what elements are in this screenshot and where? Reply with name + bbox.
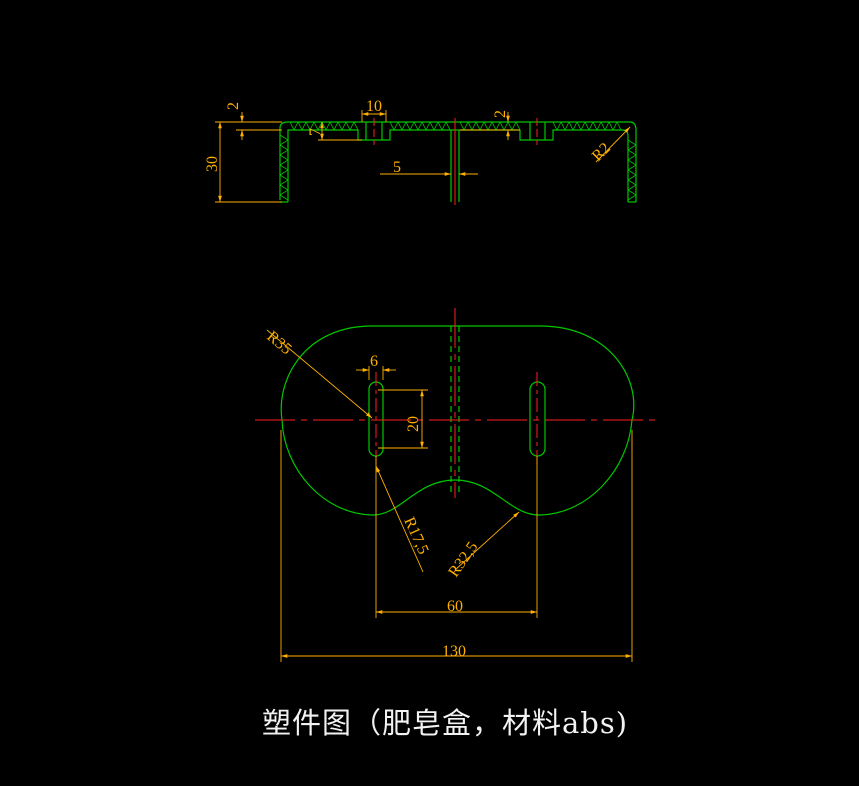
top-view-outline: [280, 325, 635, 516]
top-view-dimensions: [266, 329, 633, 662]
dim-slot-length-20: 20: [405, 416, 422, 432]
dim-gap-5: 5: [393, 159, 401, 176]
dim-outer-radius-r35: R35: [263, 328, 294, 358]
side-view-centerlines: [373, 118, 538, 205]
dim-right-thickness-2: 2: [492, 110, 509, 118]
dim-overall-width-130: 130: [442, 643, 466, 660]
dim-notch-radius-r17-5: R17,5: [400, 515, 431, 557]
side-view-hatch: [279, 121, 637, 201]
side-view: 30 2 10 7 5 2 R2: [204, 98, 637, 205]
top-view: R35 6 20 R17,5 R32,5 60 130: [255, 308, 655, 662]
dim-boss-width-10: 10: [366, 98, 382, 115]
dim-height-30: 30: [204, 156, 221, 172]
dim-top-thickness-2: 2: [225, 102, 242, 110]
dim-notch-radius-r32-5: R32,5: [445, 539, 481, 580]
side-view-dimensions: [215, 110, 631, 203]
dim-rib-depth-7: 7: [307, 128, 324, 136]
side-view-outline: [279, 121, 637, 203]
top-view-centerlines: [255, 308, 655, 498]
dim-slot-width-6: 6: [370, 353, 378, 370]
dim-corner-radius-r2: R2: [589, 140, 614, 165]
dim-hole-spacing-60: 60: [447, 598, 463, 615]
drawing-title: 塑件图（肥皂盒，材料abs): [261, 706, 629, 740]
